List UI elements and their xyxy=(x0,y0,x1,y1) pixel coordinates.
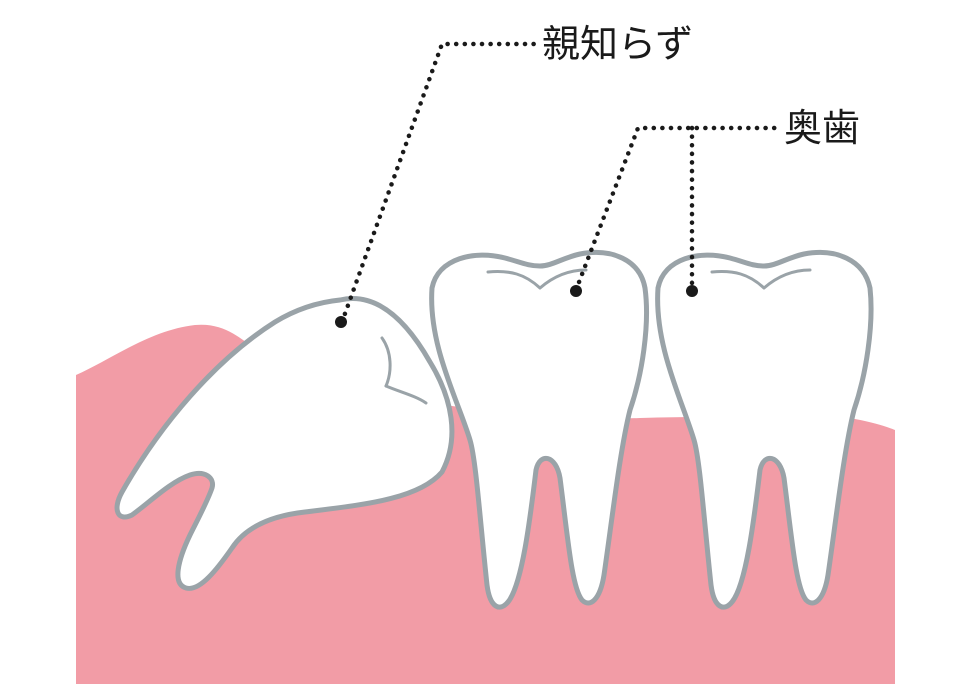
molar-leader-line xyxy=(573,125,783,293)
molar-left xyxy=(429,250,649,610)
wisdom-tooth-label: 親知らず xyxy=(542,22,693,66)
wisdom-tooth-leader-line xyxy=(339,41,541,325)
molar-left-anchor-dot xyxy=(570,285,582,297)
wisdom-tooth-anchor-dot xyxy=(335,316,347,328)
molars-label: 奥歯 xyxy=(784,106,860,150)
wisdom-tooth xyxy=(114,296,455,591)
molar-right xyxy=(655,250,874,610)
molar-right-anchor-dot xyxy=(686,285,698,297)
